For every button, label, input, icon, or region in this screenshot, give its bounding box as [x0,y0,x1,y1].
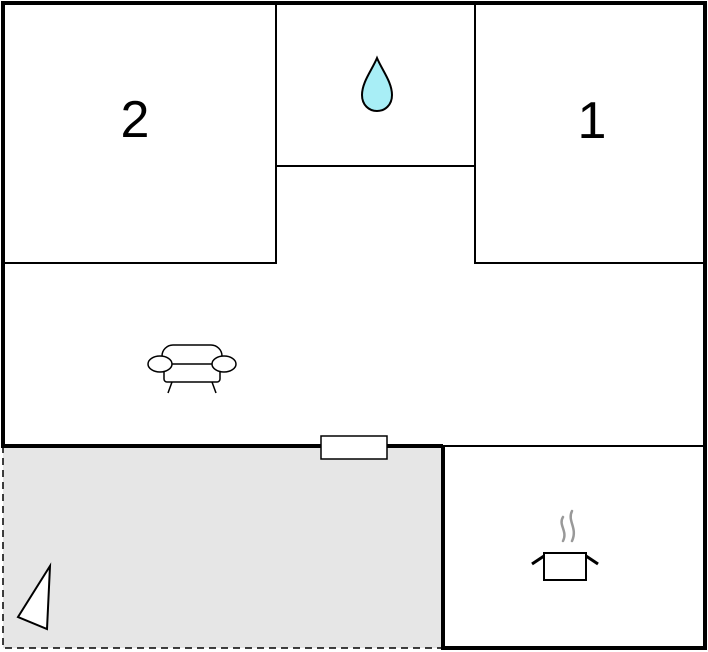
sail-icon [16,562,52,631]
water-drop-icon [360,55,394,113]
sofa-icon [147,344,237,394]
bedroom-2-label: 2 [121,91,150,149]
cooking-pot-icon [531,509,599,581]
interior-walls [5,5,704,447]
terrace [2,446,443,649]
bedroom-1-label: 1 [578,92,607,150]
terrace-door [320,435,388,460]
